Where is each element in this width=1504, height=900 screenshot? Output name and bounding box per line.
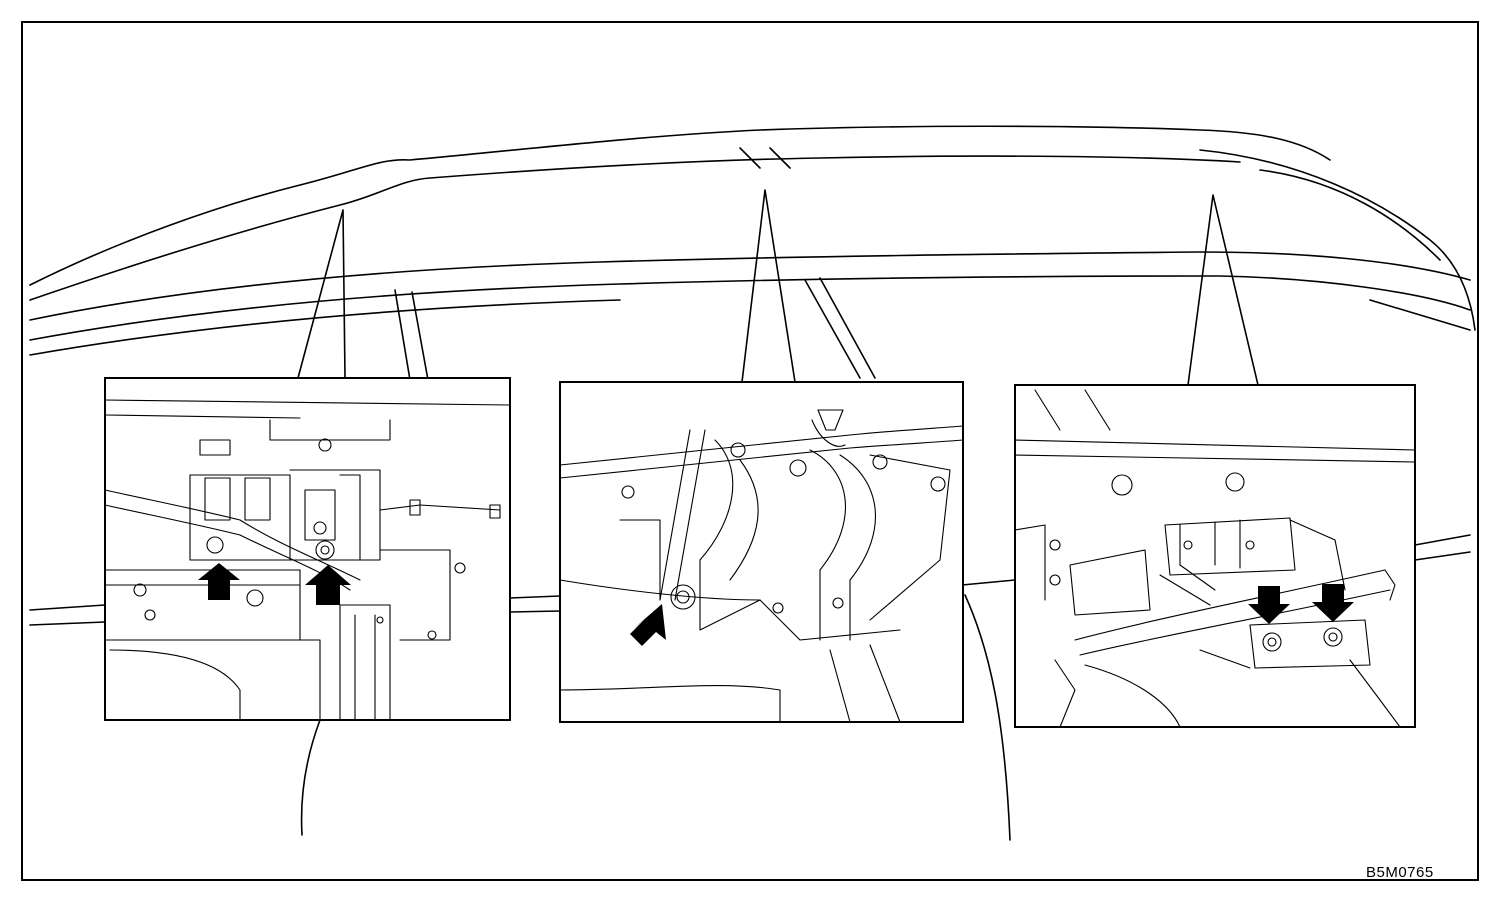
vehicle-roof-outline (29, 125, 1476, 841)
center-detail-panel (559, 381, 964, 723)
bolt-arrow-4 (1248, 586, 1290, 624)
bolt-arrow-5 (1312, 584, 1354, 622)
left-detail-panel (104, 377, 511, 721)
figure-code: B5M0765 (1366, 864, 1434, 881)
bolt-arrow-2 (305, 565, 351, 605)
callout-pointers (297, 189, 1259, 386)
figure-border (21, 21, 1479, 881)
bolt-arrow-1 (198, 563, 240, 600)
right-detail-panel (1014, 384, 1416, 728)
bolt-arrow-3 (630, 604, 666, 646)
